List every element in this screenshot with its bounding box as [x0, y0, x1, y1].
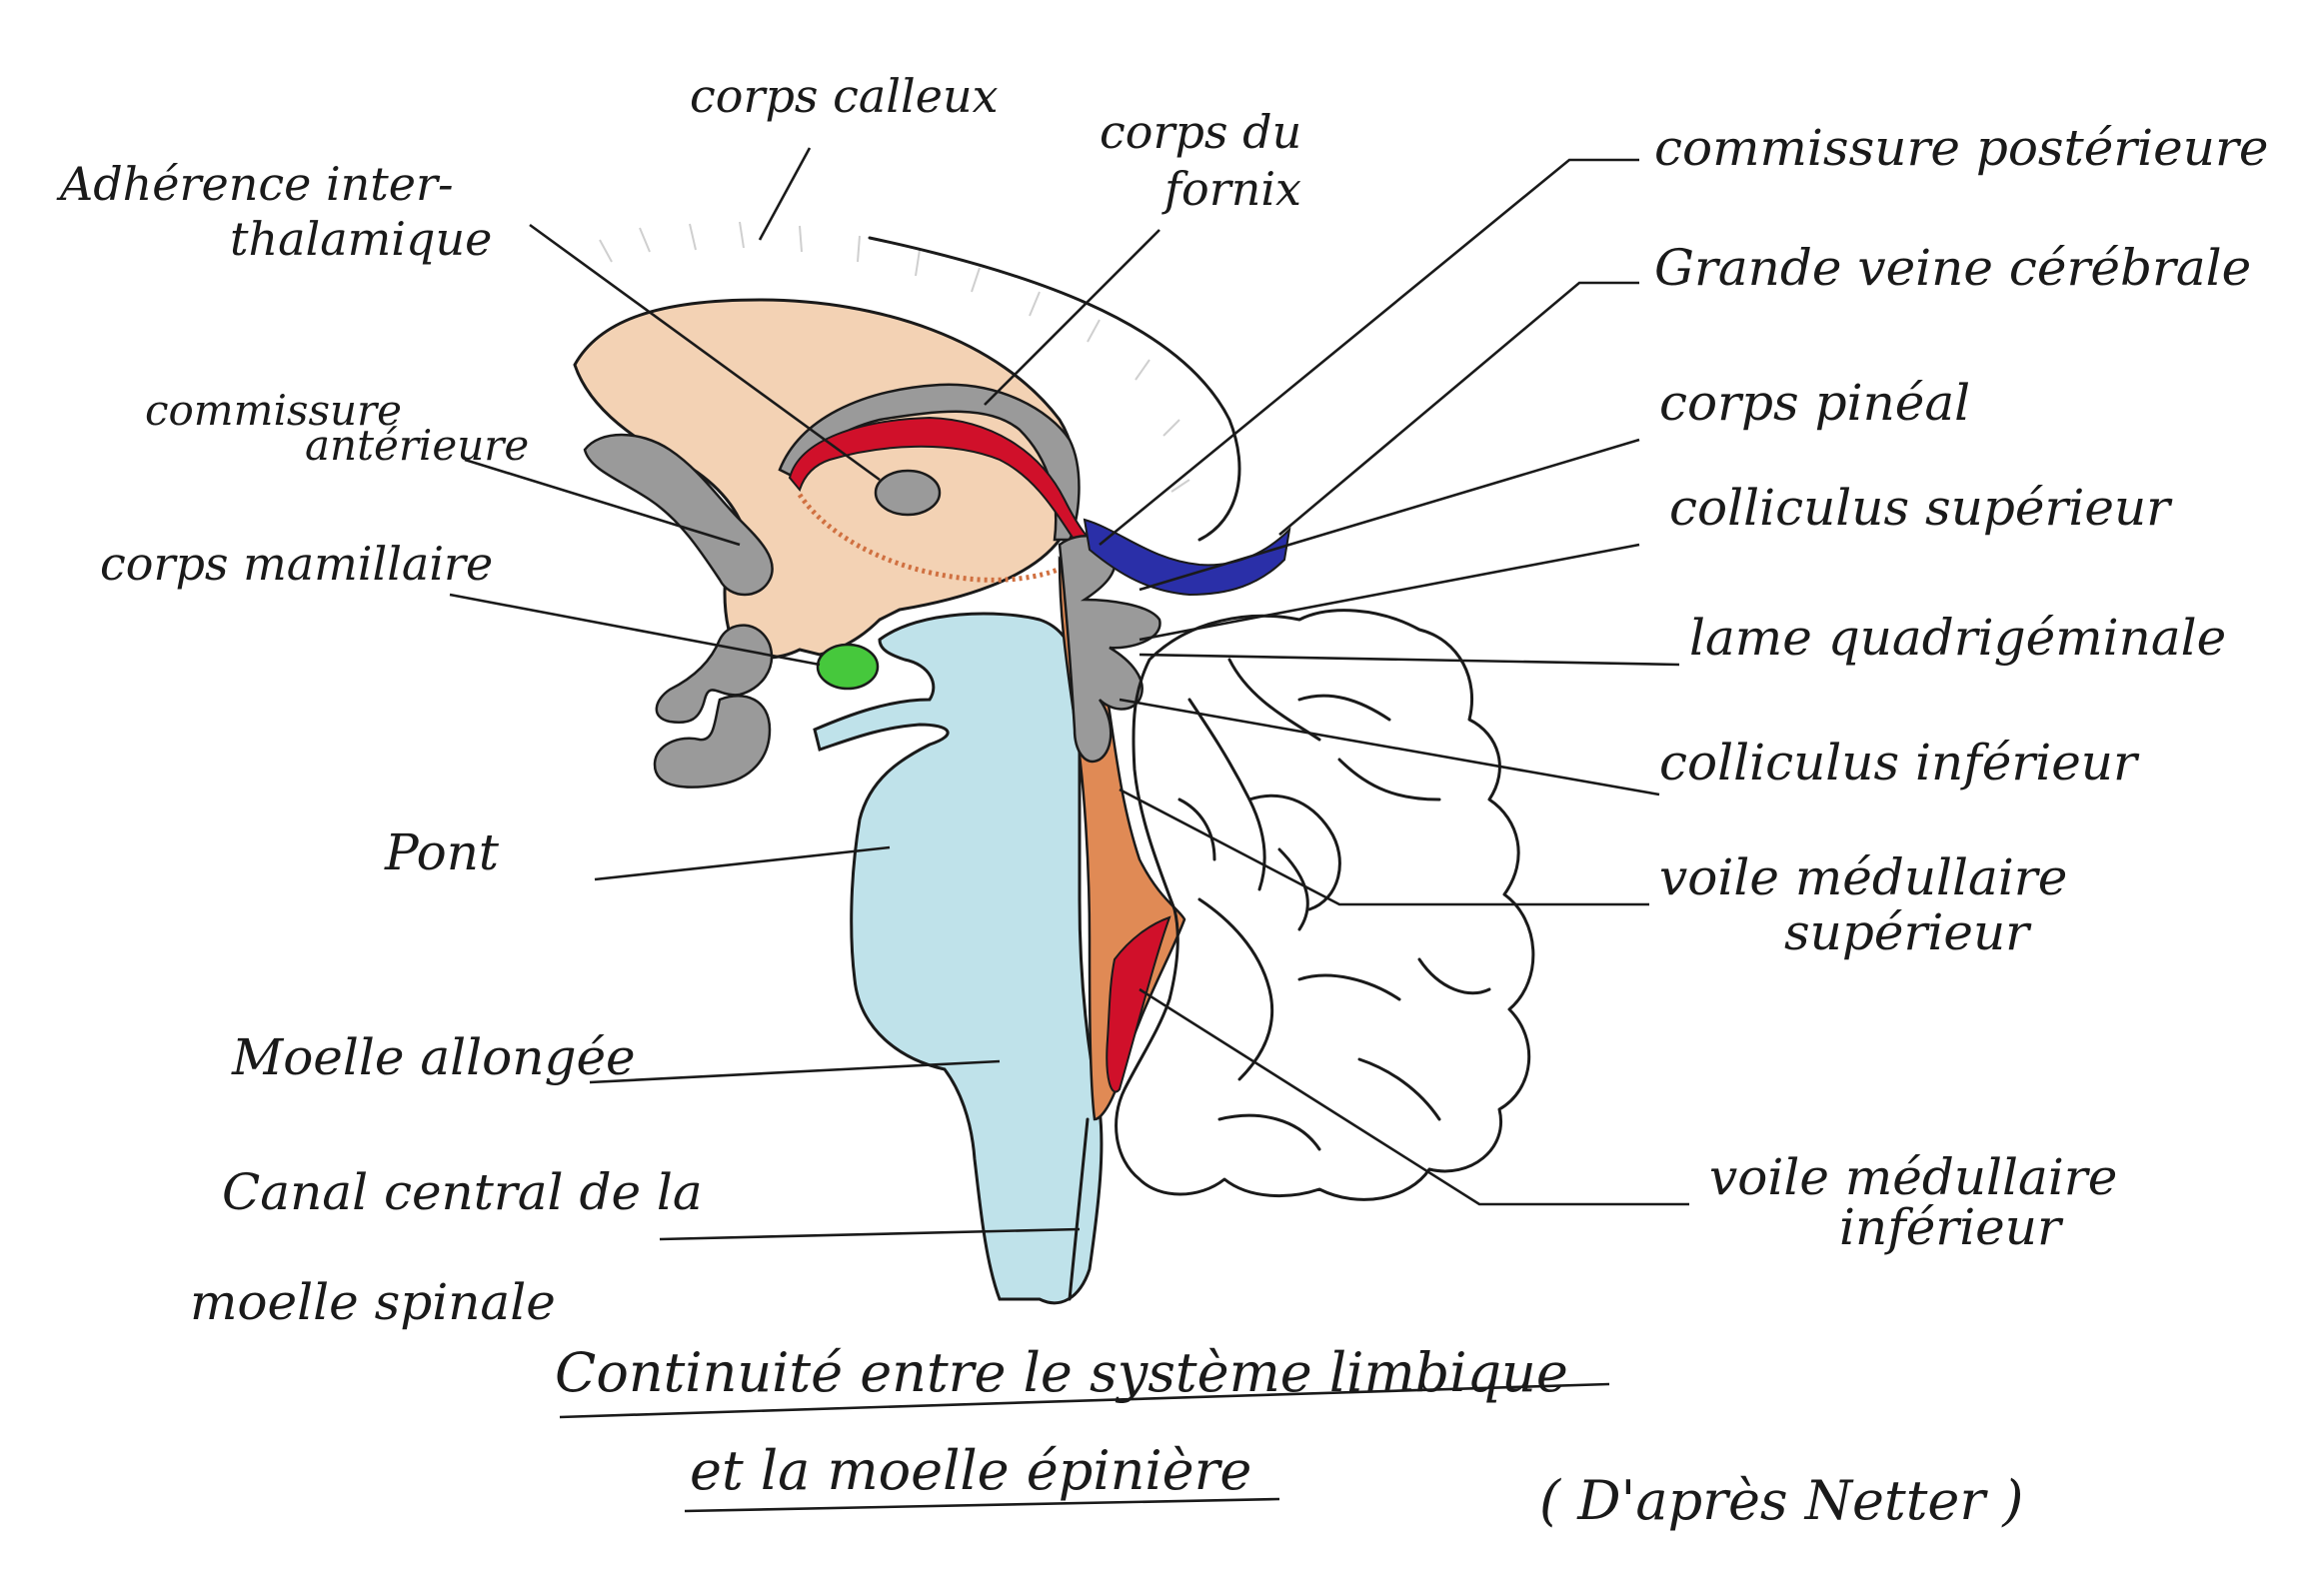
interthalamic-adhesion [874, 469, 942, 517]
anterior-commissure-gray [583, 433, 774, 597]
caption-underline-2 [684, 1497, 1280, 1513]
fourth-ventricle-red [1106, 915, 1171, 1093]
label-moelle-allongee: Moelle allongée [231, 1028, 636, 1086]
mamillary-body [816, 643, 880, 691]
label-voile-medullaire-inf-2: inférieur [1839, 1198, 2064, 1256]
caption-line-1: Continuité entre le système limbique [555, 1341, 1568, 1404]
central-canal [1068, 1117, 1090, 1301]
label-commissure-anterieure-2: antérieure [305, 421, 529, 470]
corpus-callosum-hatching [599, 221, 1190, 493]
brainstem [813, 612, 1104, 1305]
label-canal-central-1: Canal central de la [222, 1163, 703, 1221]
label-voile-medullaire-sup-1: voile médullaire [1659, 848, 2067, 906]
label-colliculus-superieur: colliculus supérieur [1669, 479, 2173, 537]
label-voile-medullaire-inf-1: voile médullaire [1709, 1148, 2117, 1206]
label-colliculus-inferieur: colliculus inférieur [1659, 734, 2140, 792]
label-corps-pineal: corps pinéal [1659, 374, 1970, 432]
cerebellum [1115, 609, 1535, 1201]
label-corps-mamillaire: corps mamillaire [100, 537, 493, 591]
caption-underline-1 [559, 1382, 1610, 1419]
leader-lines [449, 147, 1689, 1241]
label-corps-calleux: corps calleux [690, 69, 999, 123]
caption-line-2: et la moelle épinière [690, 1439, 1251, 1502]
label-commissure-posterieure: commissure postérieure [1654, 119, 2268, 177]
label-corps-du-fornix-1: corps du [1100, 105, 1301, 159]
hypothalamic-sulcus [797, 493, 1072, 583]
corpus-callosum-outline [868, 236, 1241, 542]
label-voile-medullaire-sup-2: supérieur [1784, 903, 2032, 961]
credit: ( D'après Netter ) [1539, 1469, 2023, 1532]
label-canal-central-2: moelle spinale [190, 1273, 556, 1331]
pituitary-gray [653, 695, 772, 789]
label-lame-quadrigeminale: lame quadrigéminale [1689, 609, 2226, 667]
label-commissure-anterieure-1: commissure [145, 386, 402, 435]
label-grande-veine-cerebrale: Grande veine cérébrale [1654, 239, 2251, 297]
label-pont: Pont [384, 823, 500, 881]
label-adherence-1: Adhérence inter- [56, 157, 454, 211]
label-adherence-2: thalamique [230, 212, 492, 266]
label-corps-du-fornix-2: fornix [1161, 162, 1301, 216]
